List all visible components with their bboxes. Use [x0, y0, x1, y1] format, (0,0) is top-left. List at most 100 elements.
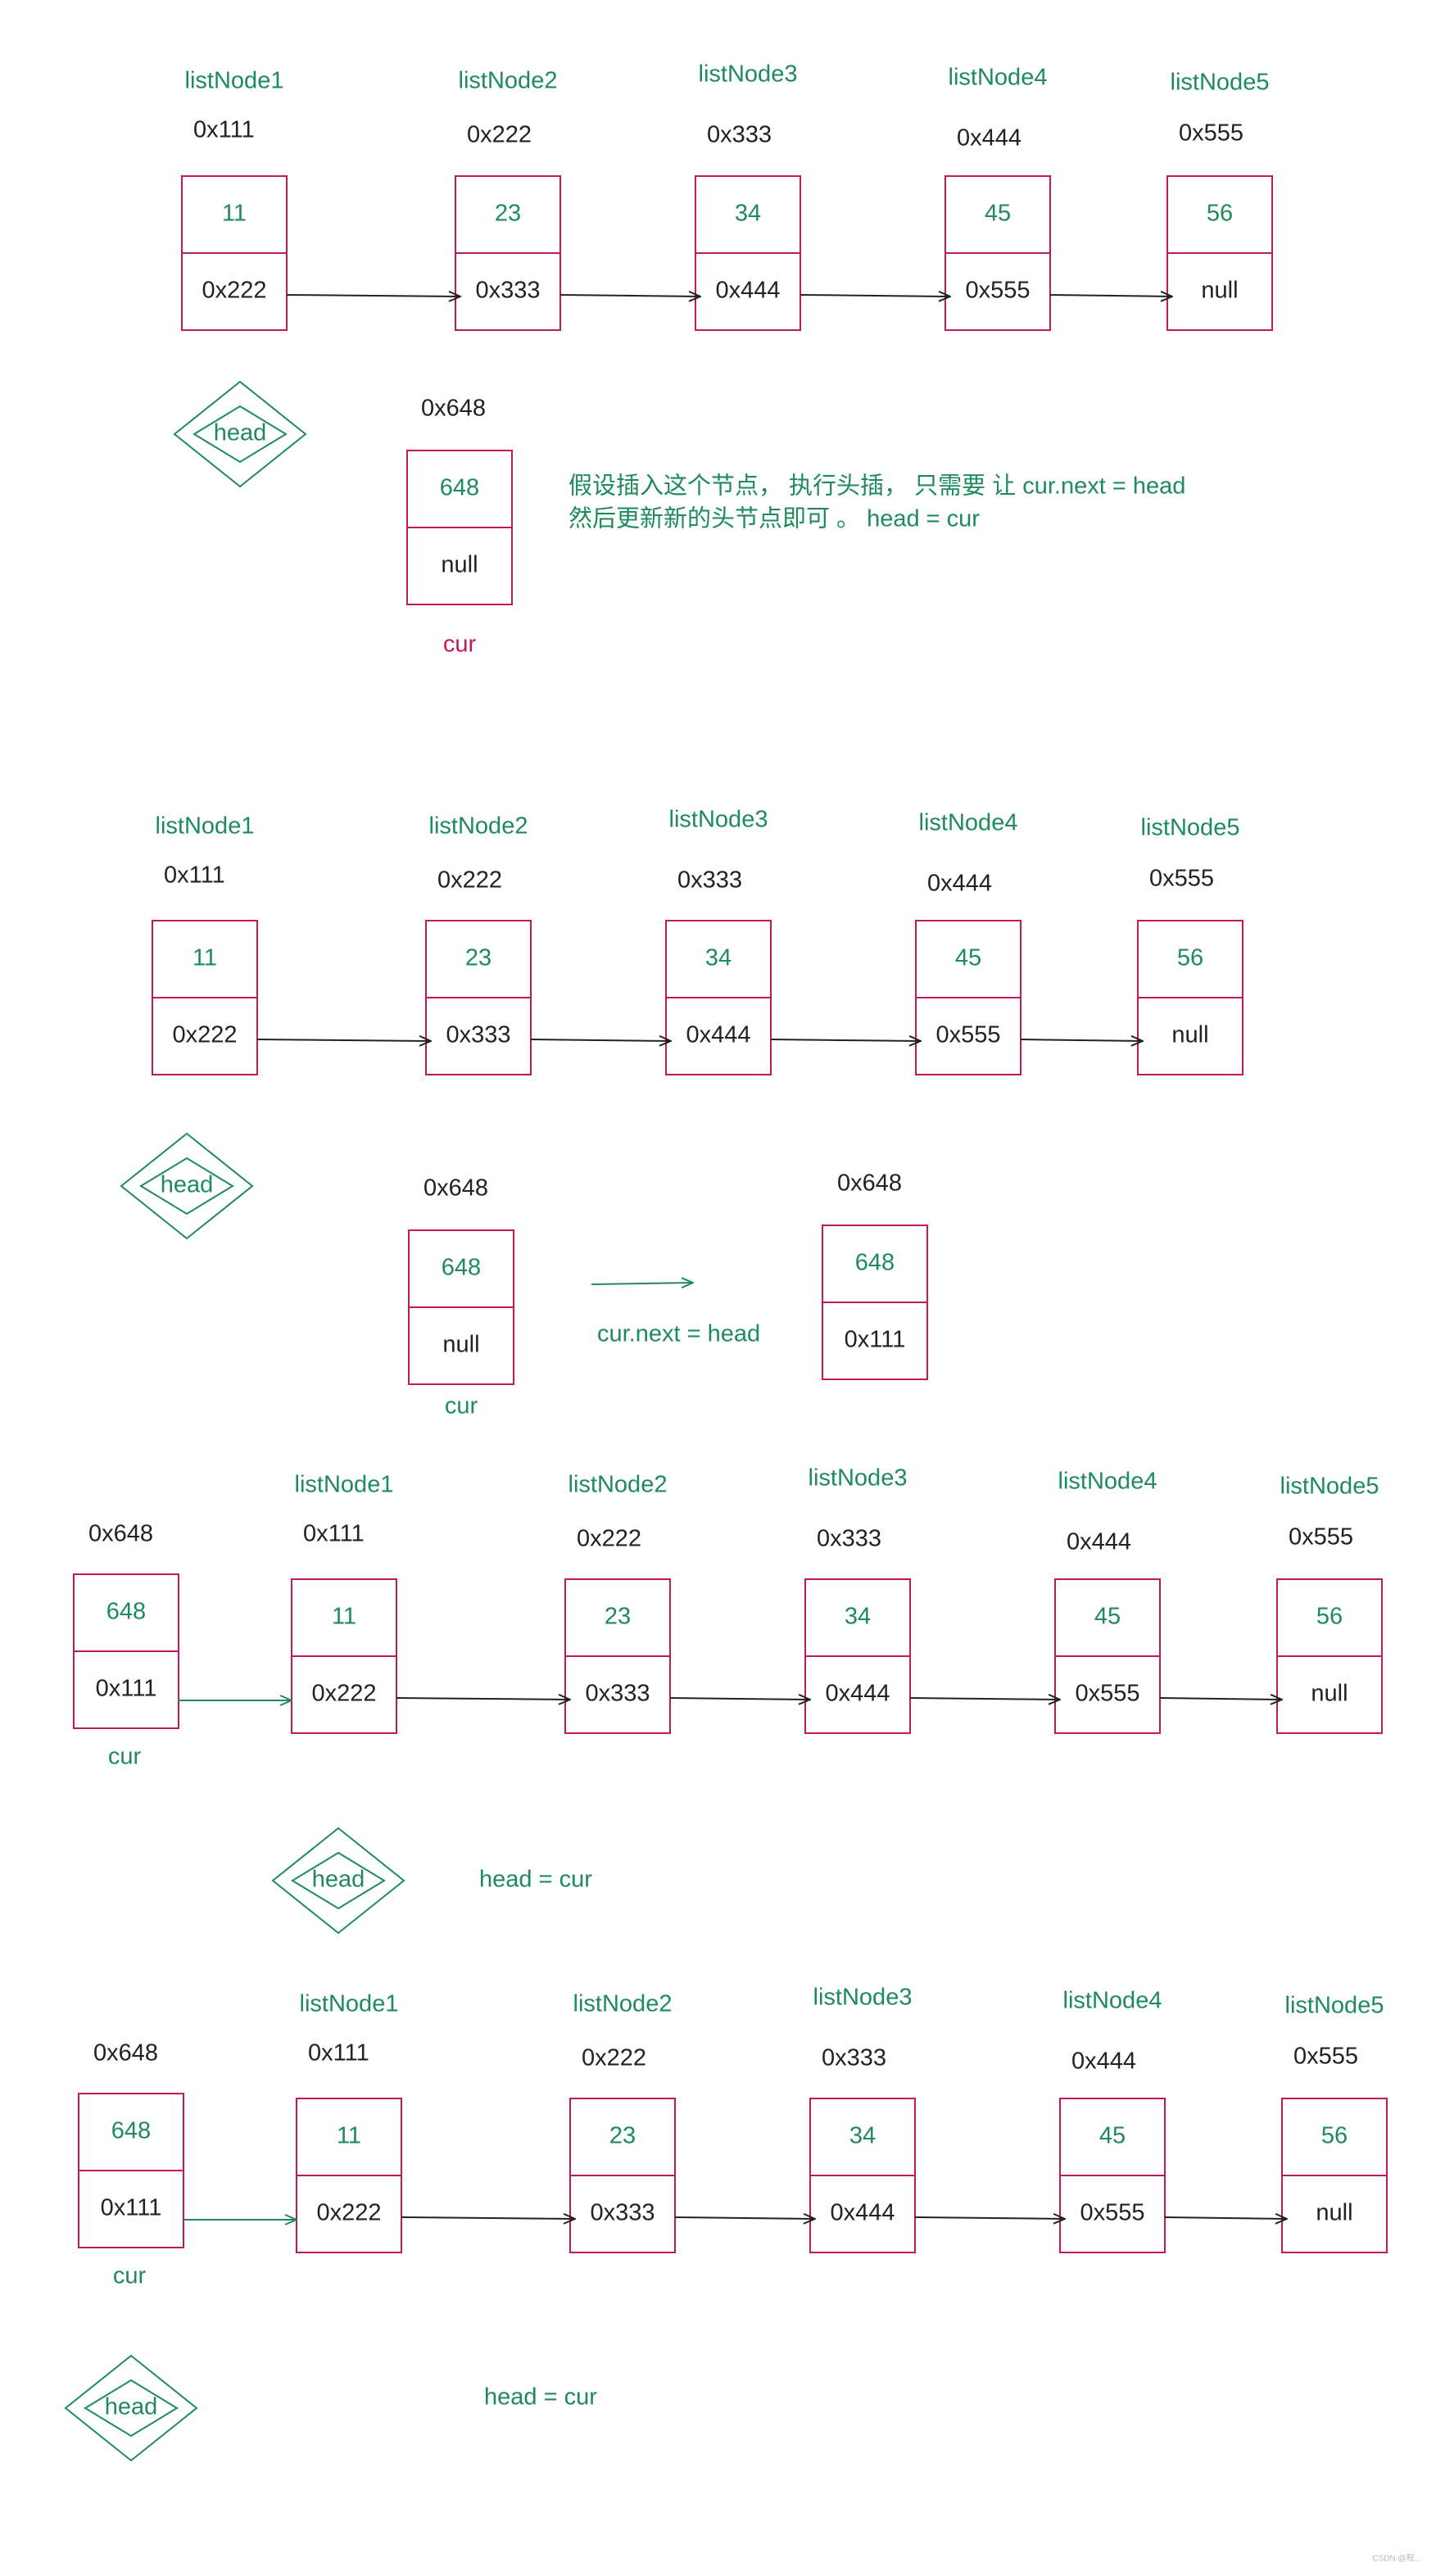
next-link-arrow — [530, 1039, 671, 1041]
node-value: 45 — [1094, 1604, 1121, 1630]
cur-next-pointer: 0x111 — [101, 2195, 162, 2221]
list-node: listNode2 0x222 23 0x333 — [569, 1991, 676, 2253]
node-value: 34 — [845, 1604, 871, 1630]
node-next-pointer: 0x444 — [825, 1681, 890, 1707]
node-next-pointer: 0x222 — [202, 278, 266, 304]
cur-next-pointer: null — [442, 1332, 479, 1358]
node-next-pointer: 0x444 — [830, 2200, 895, 2226]
node-name-label: listNode3 — [813, 1985, 913, 2011]
head-pointer: head — [271, 1827, 405, 1935]
node-name-label: listNode3 — [669, 807, 768, 833]
head-diamond-inner — [84, 2379, 179, 2438]
node-name-label: listNode5 — [1141, 815, 1240, 841]
node-name-label: listNode2 — [573, 1991, 673, 2017]
cur-label: cur — [443, 632, 477, 658]
node-name-label: listNode1 — [185, 68, 284, 94]
node-address-label: 0x111 — [303, 1521, 365, 1547]
node-next-pointer: null — [1171, 1022, 1208, 1048]
node-address-label: 0x111 — [164, 862, 225, 889]
cur-address-label: 0x648 — [93, 2040, 158, 2067]
node-value: 45 — [955, 945, 981, 971]
node-value: 56 — [1321, 2123, 1348, 2149]
next-link-arrow — [559, 295, 700, 297]
node-address-label: 0x444 — [1071, 2049, 1136, 2075]
node-next-pointer: null — [1316, 2200, 1352, 2226]
node-next-pointer: 0x444 — [686, 1022, 750, 1048]
cur-address-label: 0x648 — [421, 396, 486, 422]
cur-label: cur — [108, 1744, 142, 1770]
node-address-label: 0x555 — [1293, 2044, 1358, 2070]
node-name-label: listNode1 — [156, 813, 255, 840]
head-diamond-inner — [291, 1851, 386, 1910]
node-next-pointer: 0x333 — [446, 1022, 510, 1048]
next-link-arrow — [914, 2217, 1065, 2219]
node-address-label: 0x555 — [1179, 120, 1243, 147]
result-value: 648 — [855, 1250, 895, 1276]
node-next-pointer: 0x333 — [475, 278, 540, 304]
node-value: 34 — [735, 201, 761, 227]
node-address-label: 0x555 — [1289, 1524, 1353, 1551]
cur-label: cur — [113, 2263, 147, 2289]
node-next-pointer: 0x555 — [1080, 2200, 1144, 2226]
node-address-label: 0x444 — [957, 125, 1022, 152]
node-value: 23 — [465, 945, 492, 971]
list-node: listNode5 0x555 56 null — [1281, 1993, 1388, 2253]
node-address-label: 0x222 — [467, 122, 532, 148]
node-address-label: 0x333 — [707, 122, 772, 148]
head-diamond-outer — [173, 380, 307, 488]
cur-value: 648 — [106, 1599, 146, 1625]
node-value: 11 — [193, 945, 217, 971]
node-value: 23 — [605, 1604, 631, 1630]
node-value: 11 — [337, 2123, 361, 2149]
panel-2: listNode10x111110x222listNode20x222230x3… — [120, 807, 1243, 1419]
node-address-label: 0x222 — [437, 867, 502, 894]
result-next-pointer: 0x111 — [845, 1327, 906, 1353]
next-link-arrow — [674, 2217, 815, 2219]
node-value: 45 — [985, 201, 1011, 227]
node-name-label: listNode4 — [919, 810, 1018, 836]
next-link-arrow — [1159, 1698, 1282, 1700]
node-value: 23 — [609, 2123, 636, 2149]
head-diamond-inner — [193, 405, 288, 464]
node-address-label: 0x111 — [193, 117, 255, 143]
cur-address-label: 0x648 — [88, 1521, 153, 1547]
node-name-label: listNode5 — [1280, 1474, 1379, 1500]
operation-label: cur.next = head — [597, 1321, 760, 1347]
node-address-label: 0x111 — [308, 2040, 369, 2067]
node-next-pointer: 0x222 — [172, 1022, 237, 1048]
node-next-pointer: 0x222 — [311, 1681, 376, 1707]
node-value: 11 — [222, 201, 247, 227]
list-node: listNode1 0x111 11 0x222 — [181, 68, 288, 331]
node-next-pointer: 0x333 — [590, 2200, 655, 2226]
next-link-arrow — [401, 2217, 575, 2219]
node-next-pointer: null — [1201, 278, 1238, 304]
node-address-label: 0x333 — [817, 1526, 881, 1552]
node-name-label: listNode5 — [1171, 70, 1270, 96]
node-name-label: listNode3 — [809, 1465, 908, 1492]
cur-value: 648 — [440, 475, 479, 501]
node-next-pointer: 0x444 — [715, 278, 780, 304]
node-name-label: listNode4 — [949, 65, 1048, 91]
node-address-label: 0x222 — [582, 2045, 646, 2071]
cur-address-label: 0x648 — [424, 1175, 488, 1202]
node-name-label: listNode4 — [1058, 1469, 1157, 1495]
node-name-label: listNode2 — [459, 68, 558, 94]
node-address-label: 0x444 — [927, 871, 992, 897]
note-line-2: 然后更新新的头节点即可 。 head = cur — [569, 505, 980, 532]
next-link-arrow — [1164, 2217, 1287, 2219]
panel-3: 0x6486480x111curlistNode10x111110x222lis… — [73, 1465, 1383, 1935]
next-link-arrow — [256, 1039, 431, 1041]
list-node: listNode1 0x111 11 0x222 — [152, 813, 258, 1075]
next-link-arrow — [1020, 1039, 1143, 1041]
node-name-label: listNode5 — [1285, 1993, 1384, 2019]
